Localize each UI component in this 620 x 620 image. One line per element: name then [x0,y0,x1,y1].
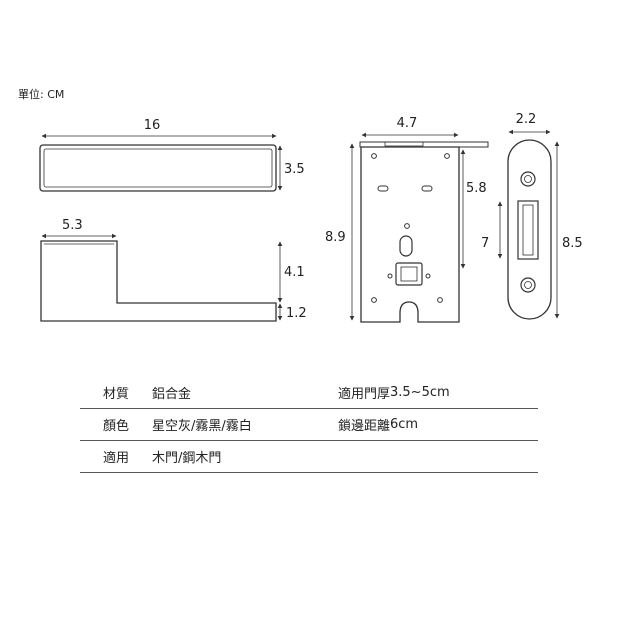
rose-plate-view: 2.2 8.5 7 [481,112,583,320]
rose-plate-outline [507,139,552,320]
backplate-outline [360,146,460,323]
dim-rose-plate-width: 2.2 [516,112,537,127]
handle-side-outline [40,240,277,322]
handle-top-inner [43,148,273,188]
backplate-oval-slot [399,235,413,257]
backplate-hole [371,153,377,159]
spec-label-empty [302,440,390,473]
backplate-hole [404,223,410,229]
backplate-face-plate [359,141,489,148]
spec-table: 材質 鋁合金 適用門厚 3.5~5cm 顏色 星空灰/霧黑/霧白 鎖邊距離 6c… [80,377,538,473]
rose-plate-screw-top-inner [524,175,532,183]
backplate-spindle-inner [400,266,418,282]
dim-lever-thickness: 1.2 [286,306,307,321]
unit-label: 單位: CM [18,88,65,101]
dim-handle-length: 16 [144,118,161,133]
dim-handle-height: 3.5 [284,162,305,177]
backplate-top-tab [384,141,424,147]
rose-plate-screw-bottom [520,277,536,293]
spec-label-application: 適用 [80,440,152,473]
rose-plate-latch-slot [517,200,539,260]
dim-backplate-height: 8.9 [325,230,346,245]
spec-value-color: 星空灰/霧黑/霧白 [152,408,302,441]
spec-value-empty [390,440,538,473]
backplate-hole [444,153,450,159]
spec-value-backset: 6cm [390,408,538,441]
spec-label-color: 顏色 [80,408,152,441]
table-row: 適用 木門/鋼木門 [80,440,538,473]
rose-plate-screw-bottom-inner [524,281,532,289]
spec-value-material: 鋁合金 [152,377,302,409]
backplate-view: 4.7 8.9 5.8 [325,116,489,323]
handle-top-outline [39,144,277,192]
spec-label-door-thickness: 適用門厚 [302,377,390,409]
spec-label-backset: 鎖邊距離 [302,408,390,441]
spec-value-application: 木門/鋼木門 [152,440,302,473]
dim-latch-slot: 7 [481,236,489,251]
table-row: 材質 鋁合金 適用門厚 3.5~5cm [80,377,538,409]
backplate-hole [437,297,443,303]
dim-rose-plate-height: 8.5 [562,236,583,251]
technical-drawing: 16 3.5 5.3 4.1 1.2 4.7 8.9 5.8 [39,112,583,323]
dim-neck-height: 4.1 [284,265,305,280]
spec-value-door-thickness: 3.5~5cm [390,377,538,409]
table-row: 顏色 星空灰/霧黑/霧白 鎖邊距離 6cm [80,408,538,441]
dim-backplate-width: 4.7 [397,116,418,131]
backplate-hole [425,273,431,279]
backplate-hole [371,297,377,303]
backplate-hole [387,273,393,279]
backplate-slot [377,185,389,192]
dim-hole-spacing: 5.8 [466,181,487,196]
backplate-slot [421,185,433,192]
handle-side-view: 5.3 4.1 1.2 [40,218,307,322]
spec-label-material: 材質 [80,377,152,409]
dim-rose-width: 5.3 [62,218,83,233]
backplate-spindle-square [395,262,423,286]
rose-plate-latch-slot-inner [522,204,534,256]
rose-plate-screw-top [520,171,536,187]
handle-top-view: 16 3.5 [39,118,305,192]
